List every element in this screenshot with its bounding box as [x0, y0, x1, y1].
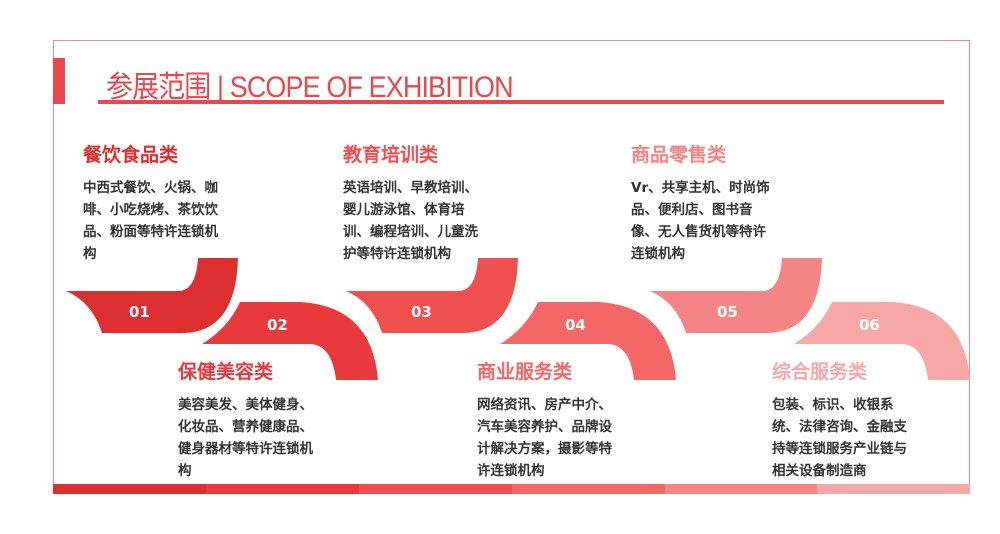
number-02: 02: [267, 316, 288, 334]
category-block: 教育培训类 英语培训、早教培训、婴儿游泳馆、体育培训、编程培训、儿童洗护等特许连…: [343, 140, 483, 265]
ribbon-02: [202, 302, 378, 380]
ribbon-03: [346, 258, 518, 333]
footer-bar-segment: [665, 484, 817, 494]
category-description: Vr、共享主机、时尚饰品、便利店、图书音像、无人售货机等特许连锁机构: [631, 180, 770, 262]
category-block: 餐饮食品类 中西式餐饮、火锅、咖啡、小吃烧烤、茶饮饮品、粉面等特许连锁机构: [83, 140, 223, 265]
category-title: 保健美容类: [178, 361, 274, 383]
category-description: 网络资讯、房产中介、汽车美容养护、品牌设计解决方案，摄影等特许连锁机构: [477, 397, 612, 479]
category-title: 综合服务类: [772, 361, 868, 383]
number-01: 01: [129, 303, 150, 321]
footer-bar-segment: [359, 484, 512, 494]
ribbon-06: [794, 302, 970, 380]
category-title: 商品零售类: [631, 144, 727, 166]
category-description: 英语培训、早教培训、婴儿游泳馆、体育培训、编程培训、儿童洗护等特许连锁机构: [343, 180, 478, 262]
footer-bar-segment: [53, 484, 206, 494]
category-description: 美容美发、美体健身、化妆品、营养健康品、健身器材等特许连锁机构: [178, 397, 313, 479]
header-accent: [53, 58, 65, 104]
category-block: 商品零售类 Vr、共享主机、时尚饰品、便利店、图书音像、无人售货机等特许连锁机构: [631, 140, 771, 265]
ribbon-04: [500, 302, 676, 380]
ribbon-05: [650, 258, 822, 333]
category-block: 商业服务类 网络资讯、房产中介、汽车美容养护、品牌设计解决方案，摄影等特许连锁机…: [477, 357, 617, 482]
number-03: 03: [411, 303, 432, 321]
number-04: 04: [565, 316, 586, 334]
footer-bar-segment: [817, 484, 970, 494]
category-title: 餐饮食品类: [83, 144, 179, 166]
footer-bar-segment: [206, 484, 359, 494]
page-title: 参展范围 | SCOPE OF EXHIBITION: [106, 71, 514, 104]
number-06: 06: [859, 316, 880, 334]
title-underline: [98, 100, 944, 104]
category-description: 包装、标识、收银系统、法律咨询、金融支持等连锁服务产业链与相关设备制造商: [772, 397, 907, 479]
ribbon-01: [66, 258, 238, 333]
category-block: 综合服务类 包装、标识、收银系统、法律咨询、金融支持等连锁服务产业链与相关设备制…: [772, 357, 912, 482]
category-title: 教育培训类: [343, 144, 439, 166]
category-block: 保健美容类 美容美发、美体健身、化妆品、营养健康品、健身器材等特许连锁机构: [178, 357, 318, 482]
number-05: 05: [717, 303, 738, 321]
category-title: 商业服务类: [477, 361, 573, 383]
footer-bar-segment: [512, 484, 665, 494]
category-description: 中西式餐饮、火锅、咖啡、小吃烧烤、茶饮饮品、粉面等特许连锁机构: [83, 180, 218, 262]
